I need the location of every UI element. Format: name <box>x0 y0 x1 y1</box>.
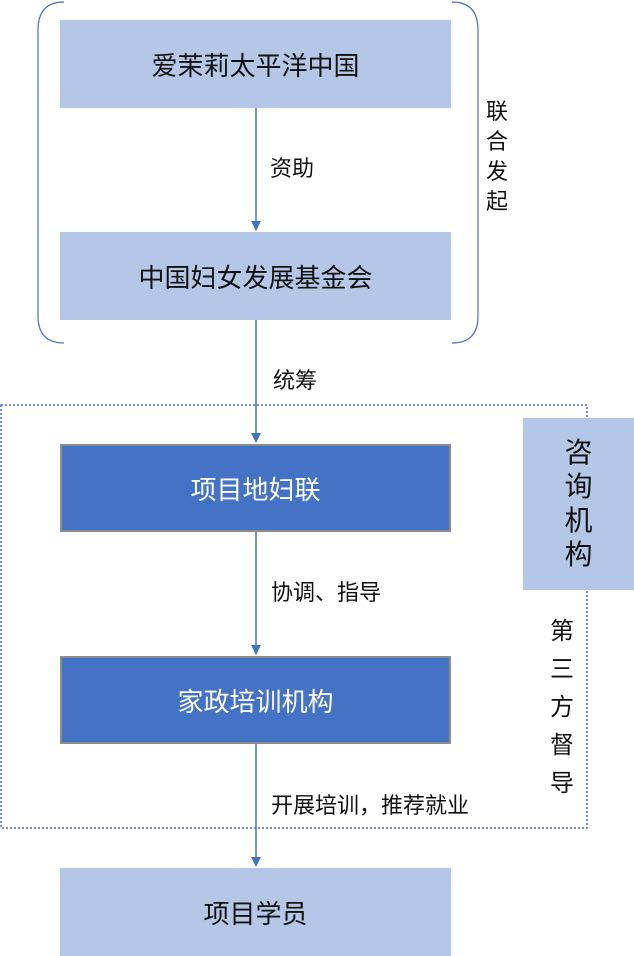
edge-label-fund: 资助 <box>270 157 315 182</box>
consulting-agency-box: 咨 询 机 构 <box>523 418 634 590</box>
node-project-students-label: 项目学员 <box>203 899 308 930</box>
node-local-womens-federation-label: 项目地妇联 <box>190 475 321 506</box>
joint-initiator-bracket-right <box>451 1 479 344</box>
node-local-womens-federation: 项目地妇联 <box>60 444 451 532</box>
joint-initiators-label: 联 合 发 起 <box>485 100 508 215</box>
node-cwdf: 中国妇女发展基金会 <box>60 232 451 320</box>
node-project-students: 项目学员 <box>60 868 451 956</box>
edge-label-coordinate: 统筹 <box>273 369 318 394</box>
node-cwdf-label: 中国妇女发展基金会 <box>138 263 373 294</box>
third-party-supervision-label: 第 三 方 督 导 <box>550 617 574 797</box>
joint-initiator-bracket <box>37 1 65 344</box>
node-domestic-training-institution: 家政培训机构 <box>60 656 451 744</box>
project-area-dotted-border <box>0 404 588 829</box>
edge-label-train: 开展培训，推荐就业 <box>271 794 470 819</box>
node-domestic-training-institution-label: 家政培训机构 <box>177 687 334 718</box>
edge-label-guide: 协调、指导 <box>271 581 382 606</box>
node-amorepacific-china: 爱茉莉太平洋中国 <box>60 20 451 108</box>
node-amorepacific-china-label: 爱茉莉太平洋中国 <box>151 51 360 82</box>
